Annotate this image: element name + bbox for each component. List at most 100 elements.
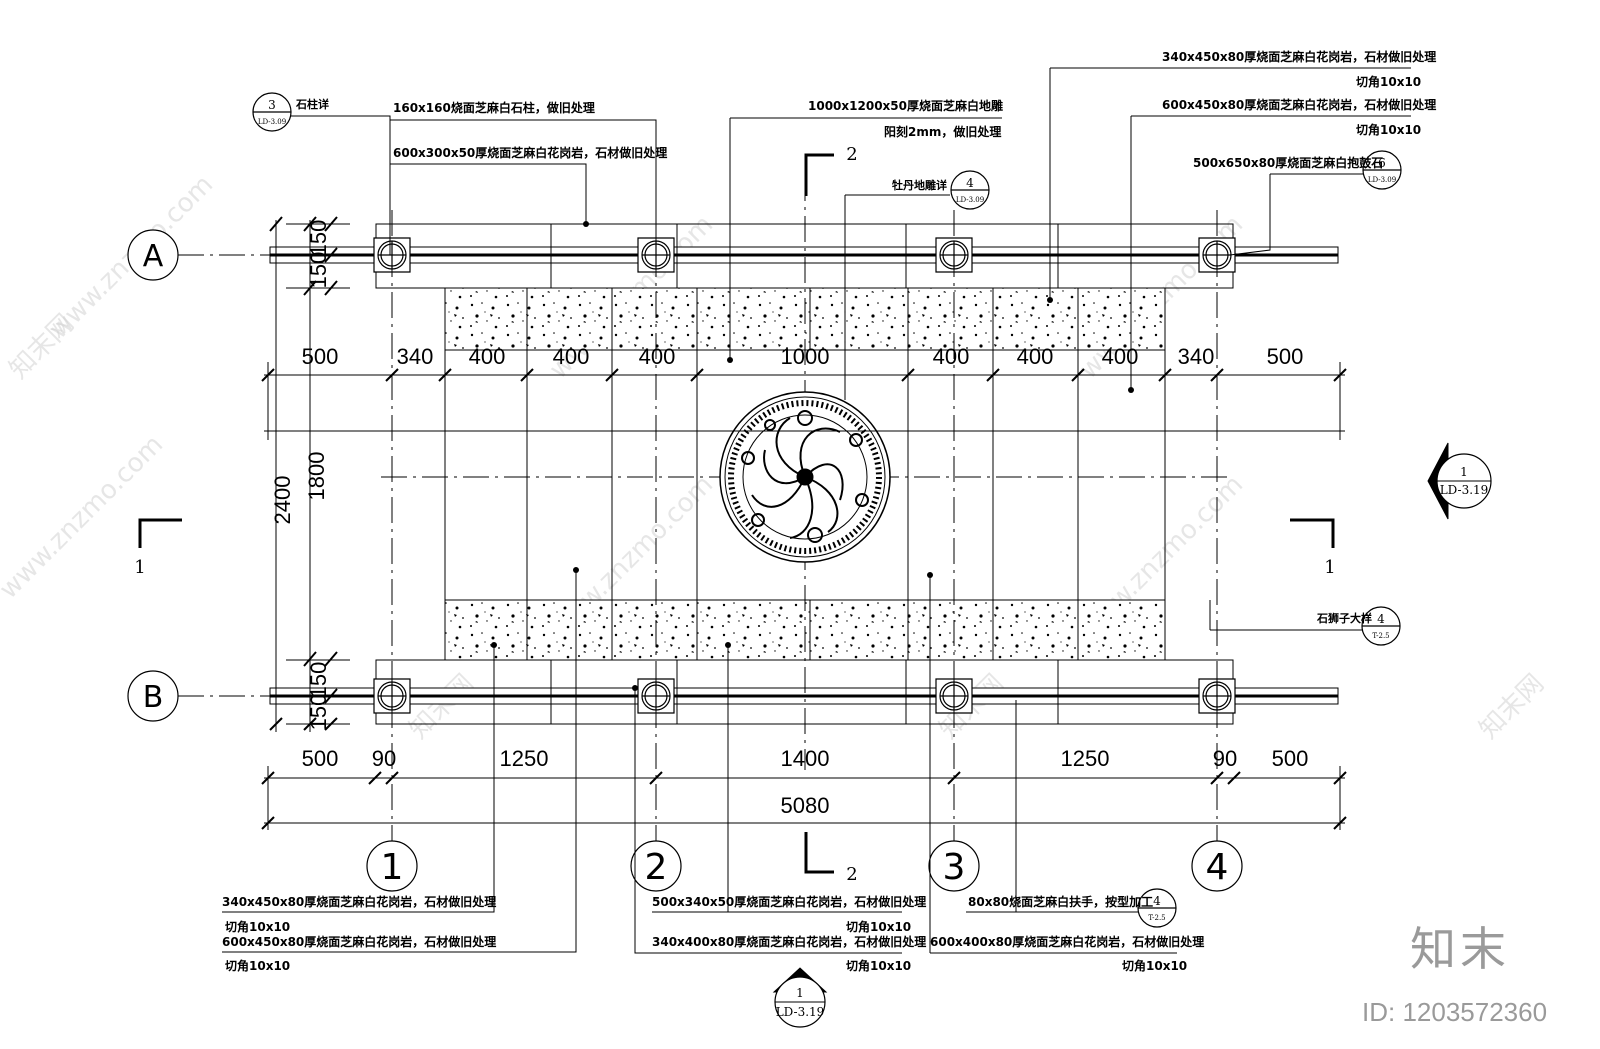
note-chamfer-b3: 切角10x10 (846, 919, 911, 934)
dim-bottom-4: 1400 (781, 746, 830, 771)
detail-ref-right-sheet: LD-3.19 (1440, 483, 1489, 497)
watermark-text: www.znzmo.com (0, 430, 169, 605)
note-handrail: 80x80烧面芝麻白扶手，按型加工 (968, 894, 1153, 909)
note-stone-pillar: 石柱详 (295, 97, 329, 111)
note-peony: 牡丹地雕详 (892, 178, 947, 192)
dim-row-a-bottom: 150 (306, 252, 331, 289)
axis-bubble-3 (929, 841, 979, 891)
handrail-tag-num: 4 (1153, 894, 1161, 908)
peony-medallion (720, 392, 890, 562)
dim-bottom-6: 90 (1213, 746, 1237, 771)
pillar-tag-num: 3 (268, 98, 276, 112)
note-pillar: 160x160烧面芝麻白石柱，做旧处理 (393, 100, 595, 115)
brand-id: ID: 1203572360 (1362, 997, 1547, 1027)
axis-label-2: 2 (645, 847, 668, 888)
note-drum-stone: 500x650x80厚烧面芝麻白抱鼓石 (1193, 155, 1383, 170)
callout-tags (253, 93, 1401, 927)
drum-tag-sheet: LD-3.09 (1368, 176, 1396, 184)
dim-top-1: 500 (302, 344, 339, 369)
section-2-bottom-marker (806, 832, 834, 872)
note-paving-600x450-top: 600x450x80厚烧面芝麻白花岗岩，石材做旧处理 (1162, 97, 1436, 112)
axis-bubble-1 (367, 841, 417, 891)
dim-total: 5080 (781, 793, 830, 818)
note-paving-340x400: 340x400x80厚烧面芝麻白花岗岩，石材做旧处理 (652, 934, 926, 949)
axis-label-3: 3 (943, 847, 966, 888)
dim-bottom-2: 90 (372, 746, 396, 771)
note-chamfer-top1: 切角10x10 (1356, 74, 1421, 89)
watermark-text: 知末网 (1474, 669, 1550, 745)
dim-height-total: 2400 (270, 476, 295, 525)
dim-top-10: 340 (1178, 344, 1215, 369)
leader-lines (222, 68, 1411, 953)
axis-label-1: 1 (381, 847, 404, 888)
dim-bottom-5: 1250 (1061, 746, 1110, 771)
axis-bubble-2 (631, 841, 681, 891)
dim-row-b-top: 150 (306, 662, 331, 699)
axis-label-4: 4 (1206, 847, 1229, 888)
note-paving-600x450-bot: 600x450x80厚烧面芝麻白花岗岩，石材做旧处理 (222, 934, 496, 949)
axis-label-a: A (143, 239, 164, 274)
axis-bubbles (128, 230, 1242, 891)
vertical-dimensions (270, 217, 350, 732)
note-chamfer-b4: 切角10x10 (846, 958, 911, 973)
detail-ref-right-num: 1 (1460, 465, 1468, 479)
axis-lines (178, 210, 1217, 850)
section-1-right-marker (1290, 520, 1333, 548)
axis-bubble-4 (1192, 841, 1242, 891)
dim-row-b-bottom: 150 (306, 694, 331, 731)
dim-top-5: 400 (639, 344, 676, 369)
section-2-top-label: 2 (846, 144, 857, 165)
lion-tag-num: 4 (1377, 612, 1385, 626)
bottom-dimension-line (262, 766, 1346, 830)
peony-tag-num: 4 (966, 176, 974, 190)
dim-top-11: 500 (1267, 344, 1304, 369)
dim-bottom-7: 500 (1272, 746, 1309, 771)
lion-tag-sheet: T-2.5 (1372, 632, 1389, 640)
dim-top-8: 400 (1017, 344, 1054, 369)
note-paving-600x400: 600x400x80厚烧面芝麻白花岗岩，石材做旧处理 (930, 934, 1204, 949)
watermark-text: 知末网 (404, 669, 480, 745)
dim-bottom-1: 500 (302, 746, 339, 771)
note-slab-b: 阳刻2mm，做旧处理 (884, 124, 1001, 139)
note-lion: 石狮子大样 (1316, 611, 1372, 625)
section-1-right-label: 1 (1324, 557, 1335, 578)
dim-top-2: 340 (397, 344, 434, 369)
note-chamfer-b1: 切角10x10 (225, 919, 290, 934)
dim-top-9: 400 (1102, 344, 1139, 369)
section-1-left-label: 1 (134, 557, 145, 578)
dim-top-3: 400 (469, 344, 506, 369)
dim-top-4: 400 (553, 344, 590, 369)
note-paving-340x450-bot: 340x450x80厚烧面芝麻白花岗岩，石材做旧处理 (222, 894, 496, 909)
note-slab: 1000x1200x50厚烧面芝麻白地雕 (808, 98, 1003, 113)
section-2-top-marker (806, 155, 834, 196)
detail-ref-right (1427, 442, 1491, 520)
dim-height-inner: 1800 (304, 452, 329, 501)
drum-tag-num: 6 (1378, 156, 1386, 170)
section-1-left-marker (140, 520, 182, 548)
dim-row-a-top: 150 (306, 220, 331, 257)
section-2-bottom-label: 2 (846, 864, 857, 885)
pillar-tag-sheet: LD-3.09 (258, 118, 286, 126)
brand-logo-text: 知末 (1410, 922, 1510, 976)
detail-ref-bottom-sheet: LD-3.19 (776, 1005, 825, 1019)
structure (270, 224, 1338, 724)
dim-top-7: 400 (933, 344, 970, 369)
top-dimension-line (262, 362, 1346, 440)
note-chamfer-b5: 切角10x10 (1122, 958, 1187, 973)
dim-top-6: 1000 (781, 344, 830, 369)
axis-bubble-a (128, 230, 178, 280)
detail-ref-bottom-num: 1 (796, 986, 804, 1000)
axis-bubble-b (128, 671, 178, 721)
note-chamfer-b2: 切角10x10 (225, 958, 290, 973)
peony-tag-sheet: LD-3.09 (956, 196, 984, 204)
axis-label-b: B (143, 680, 164, 715)
annotations: 石柱详 160x160烧面芝麻白石柱，做旧处理 600x300x50厚烧面芝麻白… (222, 49, 1436, 973)
dim-bottom-3: 1250 (500, 746, 549, 771)
handrail-tag-sheet: T-2.5 (1148, 914, 1165, 922)
leader-dots (491, 221, 1134, 691)
note-chamfer-top2: 切角10x10 (1356, 122, 1421, 137)
detail-ref-bottom (772, 967, 828, 1027)
section-markers (140, 155, 1333, 872)
note-paving-340x450-top: 340x450x80厚烧面芝麻白花岗岩，石材做旧处理 (1162, 49, 1436, 64)
